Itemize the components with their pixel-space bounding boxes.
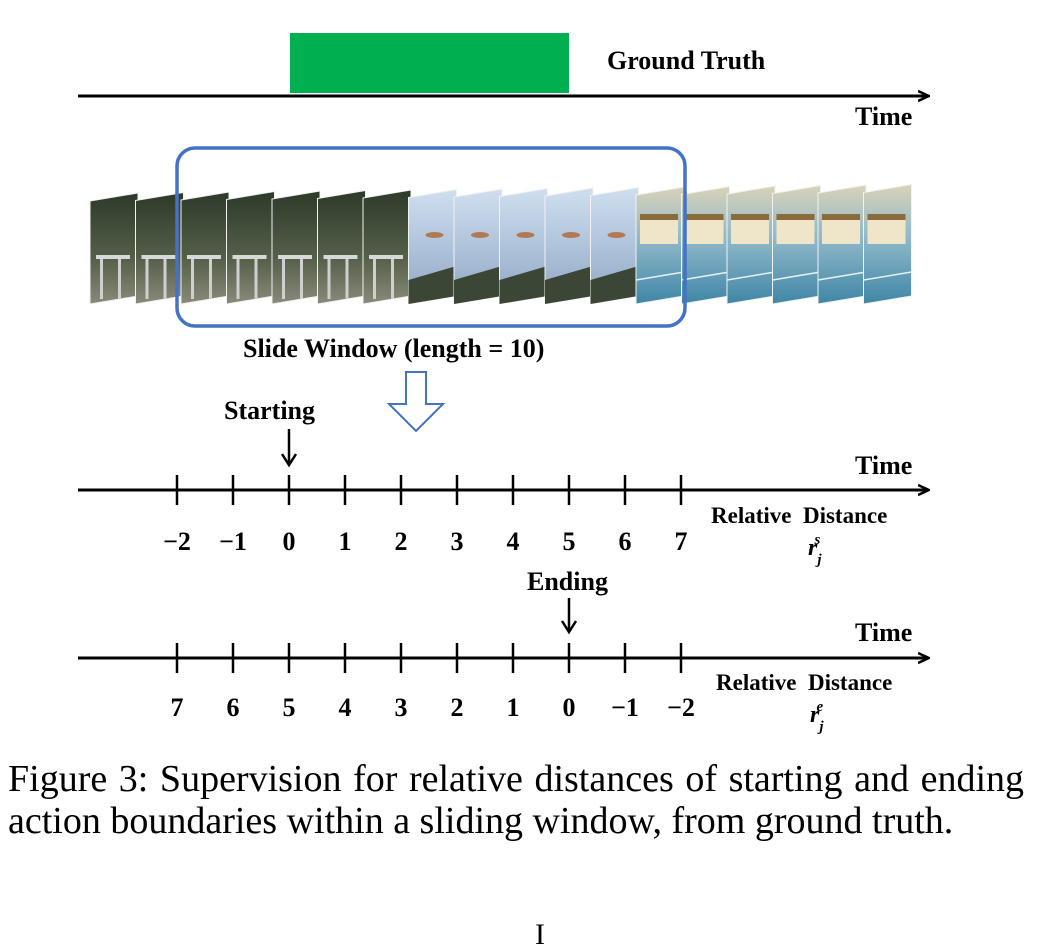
axis-start-time-label: Time	[855, 451, 912, 480]
video-frame-strip	[89, 183, 912, 305]
end-tick-label: 6	[227, 693, 240, 722]
axis-end-distance-label: Relative Distance	[716, 670, 892, 695]
video-frame	[635, 186, 685, 305]
axis-start-symbol: rjs	[808, 532, 822, 568]
ending-label: Ending	[527, 567, 608, 596]
start-tick-label: −1	[219, 527, 247, 556]
video-frame	[135, 191, 184, 305]
start-tick-label: 5	[563, 527, 576, 556]
start-tick-label: 6	[619, 527, 632, 556]
video-frame	[726, 185, 776, 305]
start-tick-label: 7	[675, 527, 688, 556]
slide-window-label: Slide Window (length = 10)	[243, 334, 544, 363]
video-frame	[772, 184, 821, 305]
video-frame	[681, 185, 730, 305]
video-frame	[544, 187, 594, 305]
end-tick-label: 2	[451, 693, 464, 722]
video-frame	[453, 188, 503, 305]
end-tick-label: 4	[339, 693, 352, 722]
starting-arrowhead-icon	[280, 453, 298, 468]
video-frame	[499, 187, 548, 305]
end-tick-label: 1	[507, 693, 520, 722]
end-tick-label: 3	[395, 693, 408, 722]
start-tick-label: 1	[339, 527, 352, 556]
time-label-top: Time	[855, 102, 912, 131]
start-tick-label: 0	[283, 527, 296, 556]
axis-start-ticks: −2 −1 0 1 2 3 4 5 6 7	[163, 475, 688, 556]
start-tick-label: 3	[451, 527, 464, 556]
video-frame	[590, 186, 639, 305]
start-tick-label: −2	[163, 527, 191, 556]
ground-truth-label: Ground Truth	[607, 46, 766, 75]
page-footer-text: I	[535, 918, 545, 944]
video-frame	[180, 191, 230, 305]
ground-truth-bar	[290, 33, 569, 93]
end-tick-label: 0	[563, 693, 576, 722]
video-frame	[408, 188, 457, 305]
down-arrow-icon	[386, 371, 446, 433]
axis-end-symbol: rje	[810, 699, 824, 735]
ending-arrowhead-icon	[560, 620, 578, 635]
figure-caption: Figure 3: Supervision for relative dista…	[8, 758, 1024, 842]
end-tick-label: −1	[611, 693, 639, 722]
video-frame	[362, 189, 412, 305]
start-tick-label: 2	[395, 527, 408, 556]
video-frame	[271, 190, 321, 305]
axis-start-distance-label: Relative Distance	[711, 503, 887, 528]
axis-end-time-label: Time	[855, 618, 912, 647]
video-frame	[317, 189, 366, 305]
start-tick-label: 4	[507, 527, 520, 556]
end-tick-label: −2	[667, 693, 695, 722]
axis-end-ticks: 7 6 5 4 3 2 1 0 −1 −2	[171, 643, 695, 722]
video-frame	[817, 184, 867, 305]
slide-window-box	[175, 146, 687, 328]
video-frame	[226, 190, 275, 305]
video-frame	[863, 183, 912, 305]
video-frame	[89, 192, 139, 305]
starting-label: Starting	[224, 396, 315, 425]
end-tick-label: 7	[171, 693, 184, 722]
end-tick-label: 5	[283, 693, 296, 722]
